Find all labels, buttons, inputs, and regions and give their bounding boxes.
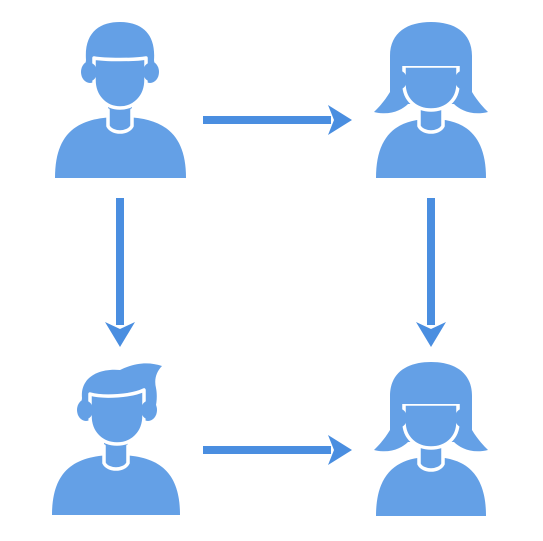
woman-bob-hair-icon [374,362,488,516]
arrow-top-left-to-top-right [203,105,352,135]
arrow-top-left-to-bottom-left [105,198,135,347]
arrow-bottom-left-to-bottom-right [203,435,352,465]
man-quiff-hair-icon [52,363,180,515]
woman-bob-hair-icon [374,22,488,178]
arrow-top-right-to-bottom-right [416,198,446,347]
man-short-hair-icon [55,22,186,178]
